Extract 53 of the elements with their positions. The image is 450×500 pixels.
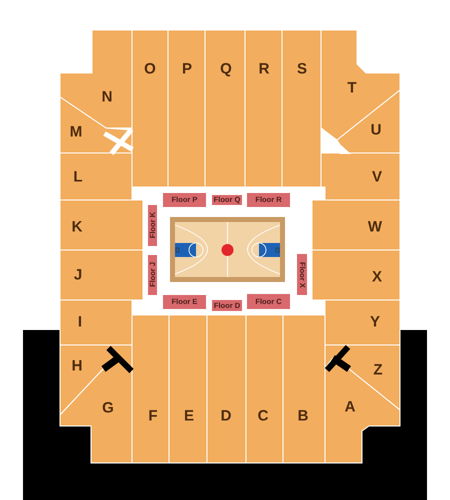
section-label: S (297, 62, 307, 76)
seating-section (60, 30, 132, 128)
seating-section (169, 315, 207, 463)
seating-section (60, 250, 143, 300)
floor-section (163, 295, 206, 309)
section-label: D (220, 408, 232, 424)
section-label: L (73, 170, 83, 184)
section-label: C (258, 408, 268, 424)
section-label: A (344, 400, 356, 414)
seating-section (325, 300, 400, 345)
section-label: U (370, 122, 382, 138)
floor-section (163, 193, 206, 207)
seating-section (283, 315, 325, 463)
section-label: M (70, 124, 82, 140)
floor-section (247, 294, 290, 309)
seating-section (246, 315, 283, 463)
seating-section (321, 153, 400, 200)
seating-section (60, 153, 132, 200)
seating-section (245, 30, 282, 187)
seating-section (282, 30, 321, 187)
seating-section (60, 200, 143, 250)
seating-section (312, 250, 400, 300)
seating-section (207, 315, 246, 463)
seating-section (132, 315, 169, 463)
section-label: E (184, 408, 194, 424)
floor-section (297, 254, 307, 295)
floor-section (148, 255, 157, 295)
section-label: N (102, 90, 112, 104)
section-label: H (72, 358, 82, 374)
section-label: X (372, 270, 382, 284)
seating-section (312, 200, 400, 250)
floor-section (247, 193, 290, 207)
section-label: O (144, 62, 156, 76)
section-label: B (298, 408, 308, 424)
seating-section (60, 300, 132, 345)
section-label: J (74, 268, 82, 282)
section-label: G (102, 400, 114, 416)
seating-section (325, 358, 400, 463)
seating-section (205, 30, 245, 187)
section-label: K (72, 220, 82, 234)
section-label: R (258, 62, 270, 76)
seating-section (168, 30, 205, 187)
section-label: I (78, 314, 82, 330)
section-label: Y (370, 314, 380, 330)
floor-section (148, 205, 157, 246)
section-label: Q (220, 62, 232, 76)
section-label: W (368, 220, 382, 234)
section-label: P (182, 62, 192, 76)
section-label: Z (373, 362, 383, 378)
section-label: T (347, 80, 357, 96)
seating-section (132, 30, 168, 187)
section-label: V (372, 170, 382, 184)
section-label: F (148, 408, 158, 424)
